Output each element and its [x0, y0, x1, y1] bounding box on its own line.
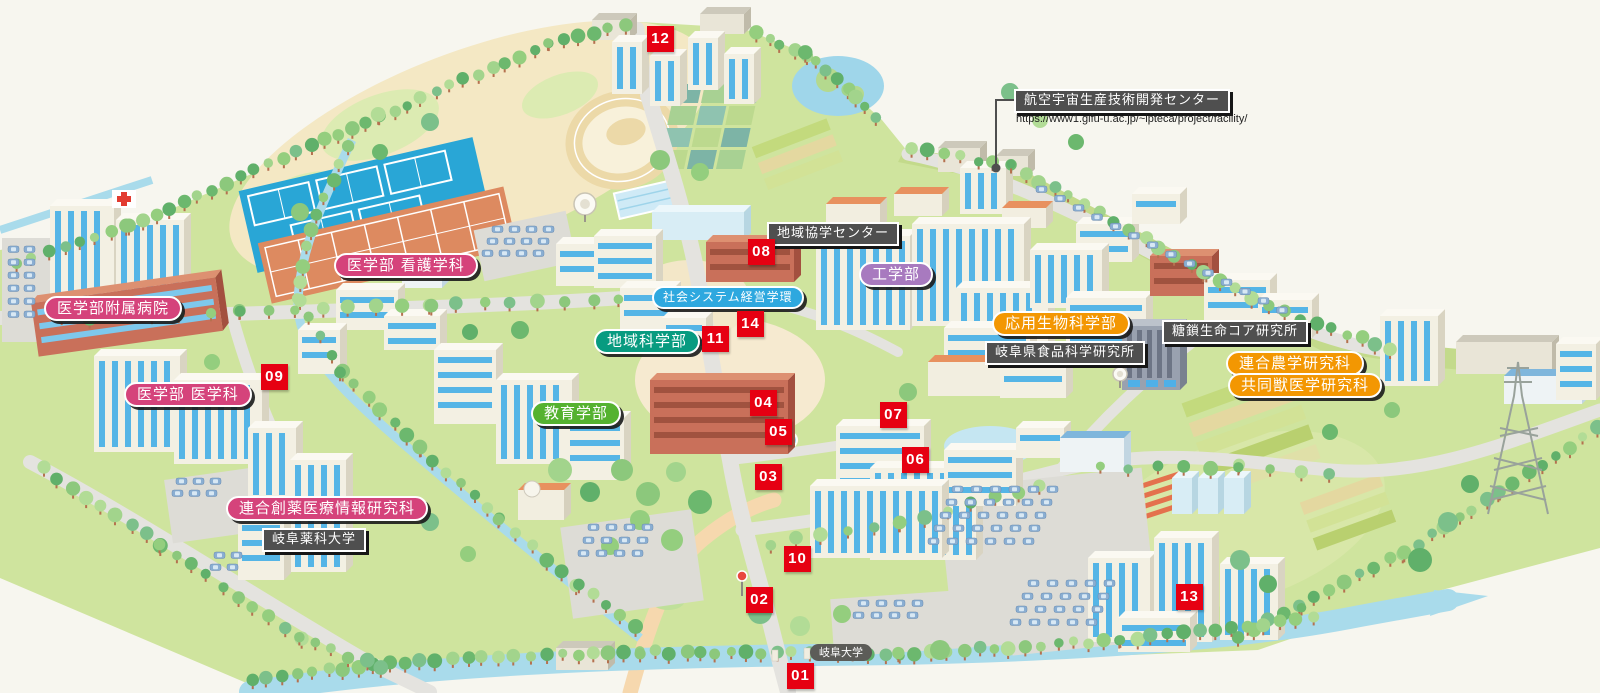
- map-marker-03[interactable]: 03: [755, 464, 782, 490]
- label-applied-bio[interactable]: 応用生物科学部: [992, 311, 1131, 336]
- label-regional-science[interactable]: 地域科学部: [594, 329, 701, 354]
- label-vet-graduate[interactable]: 共同獣医学研究科: [1228, 373, 1383, 398]
- label-hospital[interactable]: 医学部附属病院: [44, 296, 183, 321]
- label-drug-discovery[interactable]: 連合創薬医療情報研究科: [226, 496, 429, 521]
- label-engineering[interactable]: 工学部: [859, 262, 934, 287]
- map-marker-06[interactable]: 06: [902, 447, 929, 473]
- map-marker-12[interactable]: 12: [647, 26, 674, 52]
- label-agri-graduate[interactable]: 連合農学研究科: [1226, 351, 1365, 376]
- aerospace-url[interactable]: https://www1.gifu-u.ac.jp/~ipteca/projec…: [1016, 113, 1248, 125]
- label-aerospace-center[interactable]: 航空宇宙生産技術開発センター: [1014, 89, 1231, 113]
- label-university-gate: 岐阜大学: [810, 644, 872, 661]
- map-marker-04[interactable]: 04: [750, 390, 777, 416]
- map-marker-11[interactable]: 11: [702, 326, 729, 352]
- map-marker-10[interactable]: 10: [784, 546, 811, 572]
- map-marker-09[interactable]: 09: [261, 364, 288, 390]
- label-medicine[interactable]: 医学部 医学科: [124, 382, 252, 407]
- label-social-system[interactable]: 社会システム経営学環: [652, 286, 804, 309]
- map-marker-01[interactable]: 01: [787, 663, 814, 689]
- label-education[interactable]: 教育学部: [531, 401, 622, 426]
- map-marker-02[interactable]: 02: [746, 587, 773, 613]
- label-glyco-core[interactable]: 糖鎖生命コア研究所: [1162, 320, 1309, 344]
- label-pharma-univ[interactable]: 岐阜薬科大学: [262, 528, 367, 552]
- map-marker-08[interactable]: 08: [748, 239, 775, 265]
- label-community-center[interactable]: 地域協学センター: [767, 222, 900, 246]
- label-nursing[interactable]: 医学部 看護学科: [334, 253, 478, 278]
- map-marker-07[interactable]: 07: [880, 402, 907, 428]
- label-food-research[interactable]: 岐阜県食品科学研究所: [985, 341, 1146, 365]
- map-marker-05[interactable]: 05: [765, 419, 792, 445]
- map-marker-13[interactable]: 13: [1176, 584, 1203, 610]
- map-marker-14[interactable]: 14: [737, 311, 764, 337]
